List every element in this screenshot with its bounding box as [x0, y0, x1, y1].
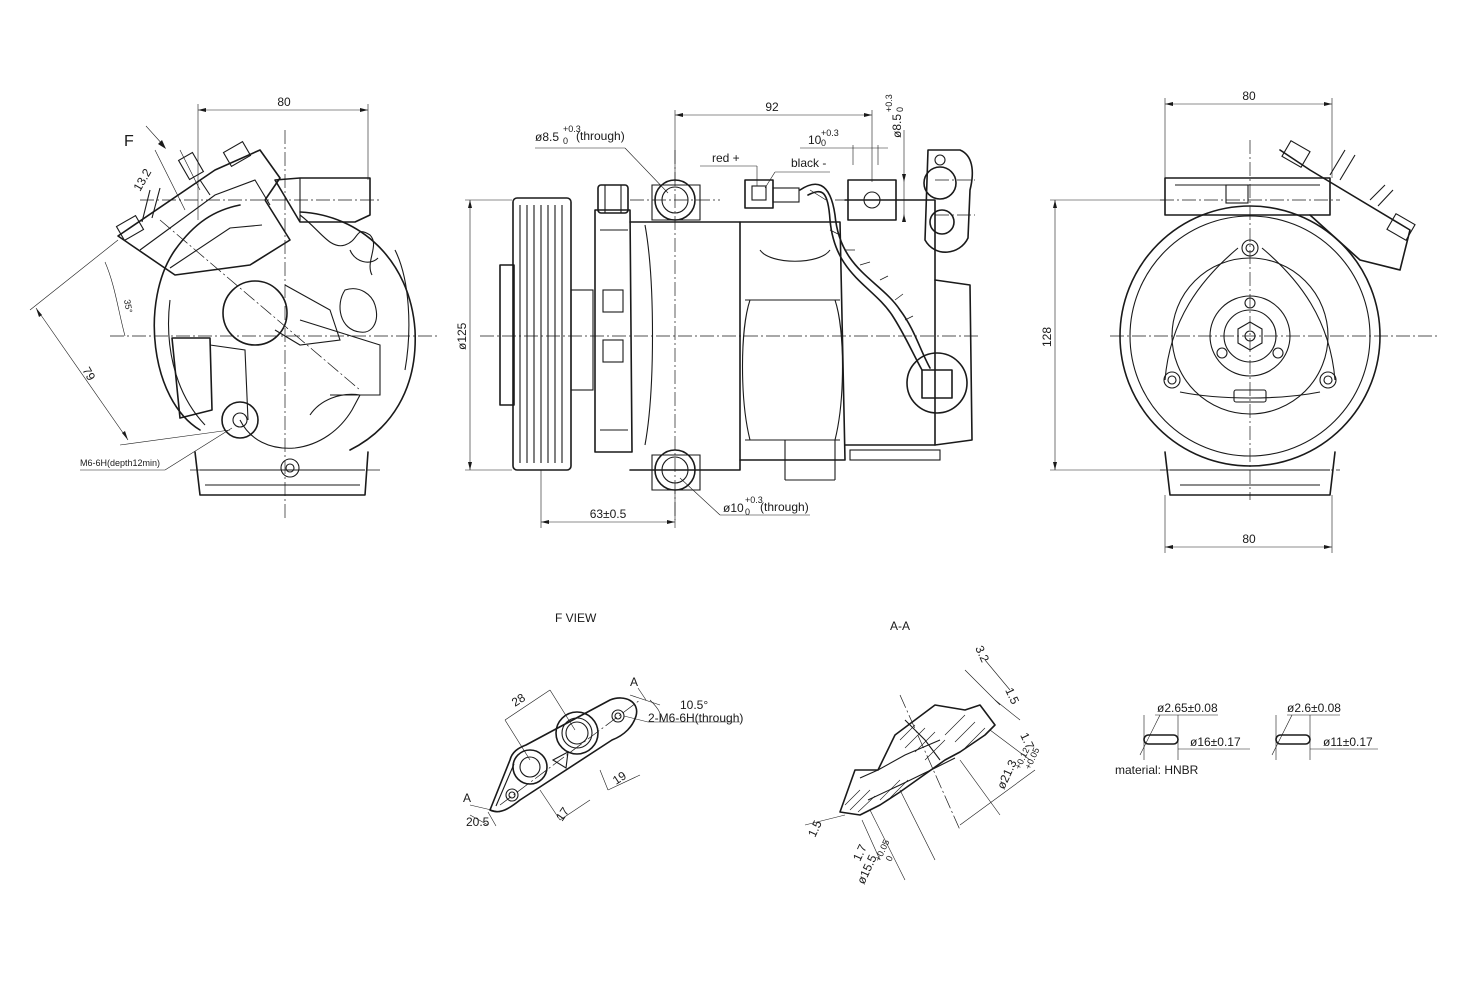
- front-dim-80: 80: [277, 95, 291, 109]
- front-view: 80 F 13.2 35° 79 M6-6H(depth12min): [29, 95, 440, 520]
- f-view-dim-20-5: 20.5: [466, 815, 490, 829]
- oring1-section: ø2.65±0.08: [1157, 701, 1218, 715]
- front-dim-13-2: 13.2: [130, 166, 154, 194]
- section-dim-3-2: 3.2: [972, 643, 992, 664]
- f-view: F VIEW 28 A 10.5° 2-M6-6H(through): [463, 611, 743, 829]
- section-dim-1-7-right: 1.7: [1017, 730, 1037, 751]
- side-hole-bottom-suffix: (through): [760, 500, 809, 514]
- section-dim-15-5-tol-lower: 0: [884, 854, 895, 863]
- view-arrow-f-label: F: [124, 133, 134, 150]
- rear-dim-bottom-80: 80: [1242, 532, 1256, 546]
- rear-dim-128: 128: [1040, 327, 1054, 347]
- f-view-thread-note: 2-M6-6H(through): [648, 711, 743, 725]
- oring2-section: ø2.6±0.08: [1287, 701, 1341, 715]
- side-dim-right-hole-tol-lower: 0: [895, 107, 905, 112]
- side-dim-63: 63±0.5: [590, 507, 627, 521]
- o-rings: ø2.65±0.08 ø16±0.17 material: HNBR ø2.6±…: [1115, 701, 1378, 777]
- side-hole-bottom-tol-lower: 0: [745, 507, 750, 517]
- section-dim-1-5-top: 1.5: [1002, 685, 1022, 706]
- side-hole-top-tol-lower: 0: [563, 136, 568, 146]
- side-wire-red-label: red +: [712, 151, 740, 165]
- section-title: A-A: [890, 619, 910, 633]
- rear-dim-top-80: 80: [1242, 89, 1256, 103]
- side-dim-10-tol-upper: +0.3: [821, 128, 839, 138]
- section-dim-1-7-bottom: 1.7: [850, 842, 870, 863]
- side-pulley-dia: ø125: [455, 322, 469, 350]
- section-dim-1-5-left: 1.5: [805, 818, 825, 839]
- section-view-a-a: A-A 3.2 1.5 1.7 ø21.3 +0.: [804, 619, 1041, 886]
- oring-material: material: HNBR: [1115, 763, 1199, 777]
- front-dim-angle: 35°: [122, 299, 134, 315]
- front-dim-79: 79: [79, 365, 98, 384]
- f-view-dim-19: 19: [610, 768, 629, 787]
- side-wire-black-label: black -: [791, 156, 826, 170]
- f-view-section-a-bottom: A: [463, 791, 471, 805]
- oring1-id: ø16±0.17: [1190, 735, 1241, 749]
- side-hole-top-suffix: (through): [576, 129, 625, 143]
- front-thread-note: M6-6H(depth12min): [80, 458, 160, 468]
- f-view-dim-angle: 10.5°: [680, 698, 708, 712]
- f-view-dim-17: 17: [553, 804, 572, 823]
- side-dim-right-hole: ø8.5: [890, 114, 904, 138]
- side-view: 92 ø8.5 +0.3 0 (through) red + black - 1…: [455, 94, 980, 528]
- rear-view: 80 128 80: [1040, 89, 1440, 553]
- f-view-section-a-top: A: [630, 675, 638, 689]
- side-hole-bottom-tol-upper: +0.3: [745, 495, 763, 505]
- side-dim-10: 10: [808, 133, 822, 147]
- side-hole-top-tol-upper: +0.3: [563, 124, 581, 134]
- side-hole-bottom-main: ø10: [723, 501, 744, 515]
- f-view-title: F VIEW: [555, 611, 597, 625]
- side-dim-right-hole-tol-upper: +0.3: [884, 94, 894, 112]
- side-dim-92: 92: [765, 100, 779, 114]
- side-hole-top-main: ø8.5: [535, 130, 559, 144]
- side-dim-10-tol-lower: 0: [821, 138, 826, 148]
- oring2-id: ø11±0.17: [1323, 735, 1373, 749]
